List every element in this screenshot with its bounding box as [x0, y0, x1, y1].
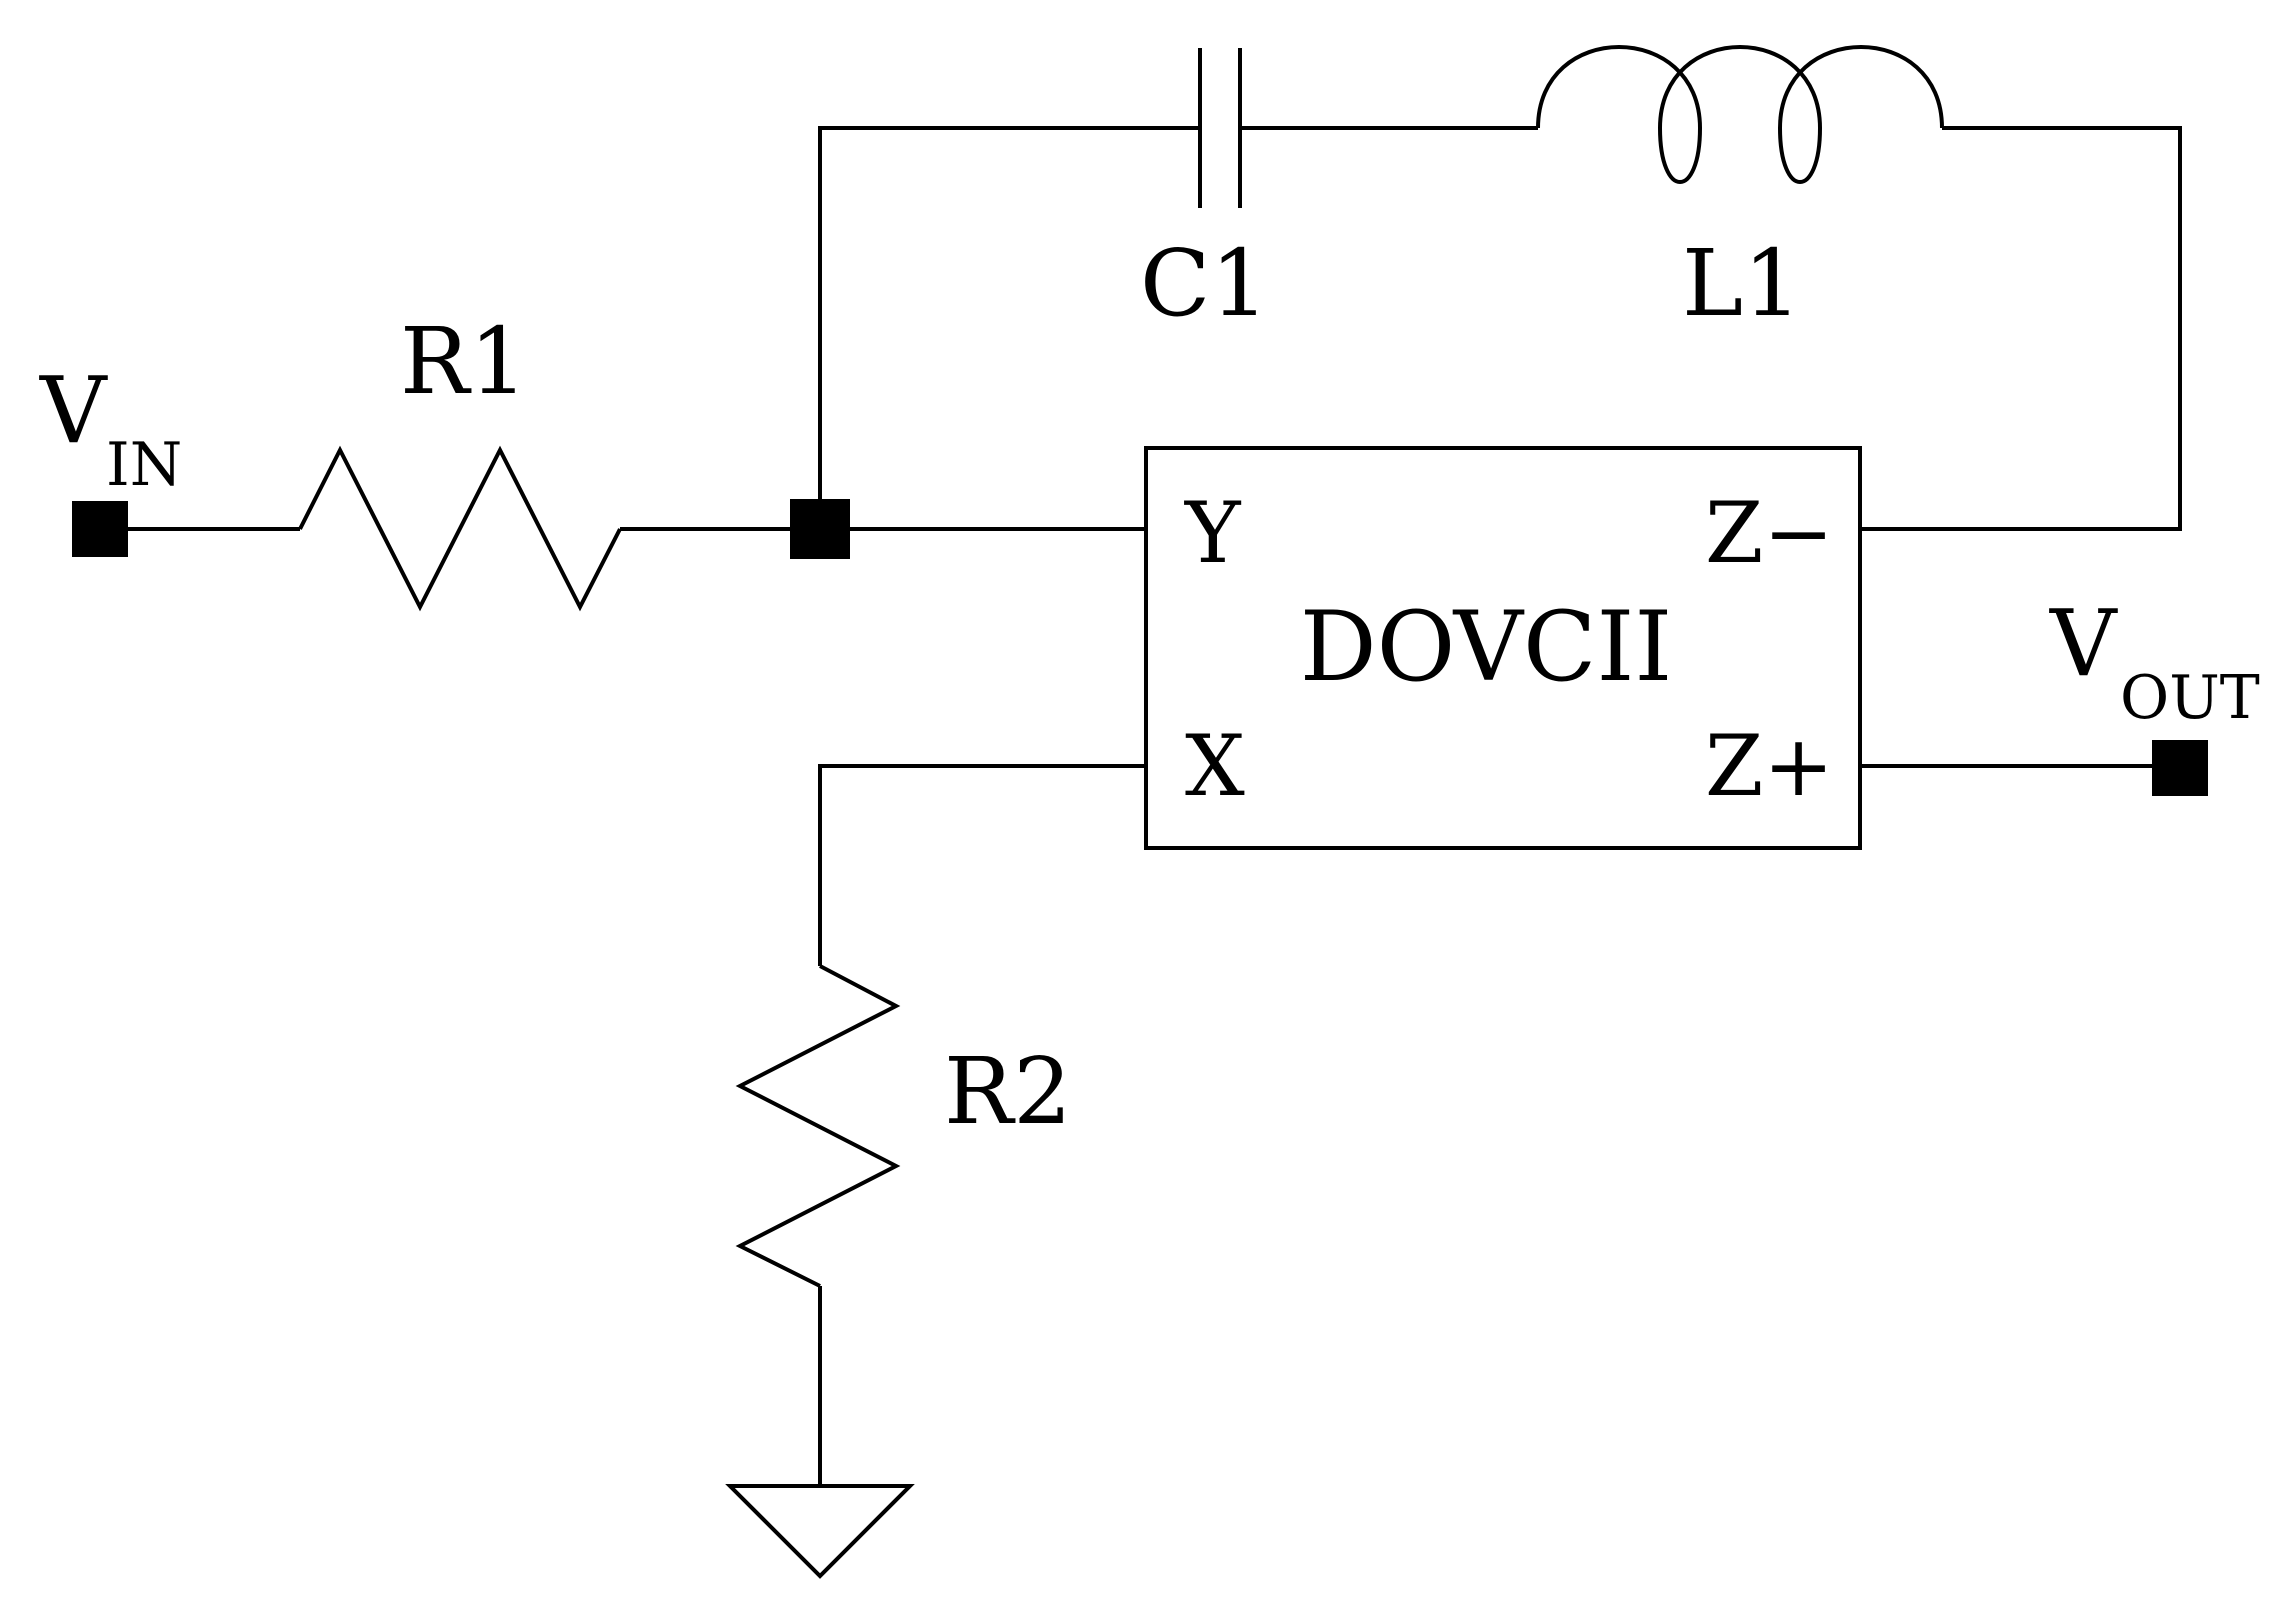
wire-l1-zminus	[1860, 126, 2182, 531]
junction-node	[790, 499, 850, 559]
wire-node-c1	[818, 126, 1200, 499]
vin-subscript: IN	[106, 430, 182, 500]
dovcii-title: DOVCII	[1300, 591, 1673, 703]
dovcii-block	[1144, 446, 1862, 850]
wire-x-r2	[818, 764, 1146, 966]
vout-terminal	[2152, 740, 2208, 796]
ground-symbol	[725, 1484, 915, 1579]
resistor-r1	[298, 445, 622, 612]
inductor-l1	[1536, 45, 1944, 184]
pin-zminus-label: Z−	[1705, 484, 1834, 582]
l1-label: L1	[1682, 230, 1802, 337]
vin-terminal	[72, 501, 128, 557]
pin-x-label: X	[1185, 717, 1245, 815]
pin-zplus-label: Z+	[1705, 717, 1834, 815]
vin-label: V	[39, 357, 108, 464]
r2-label: R2	[944, 1038, 1072, 1145]
vout-subscript: OUT	[2120, 663, 2260, 733]
r1-label: R1	[400, 308, 528, 415]
pin-y-label: Y	[1184, 484, 1242, 582]
resistor-r2	[735, 964, 901, 1288]
vout-label: V	[2049, 590, 2118, 697]
c1-label: C1	[1140, 230, 1269, 337]
capacitor-c1	[1198, 48, 1242, 208]
